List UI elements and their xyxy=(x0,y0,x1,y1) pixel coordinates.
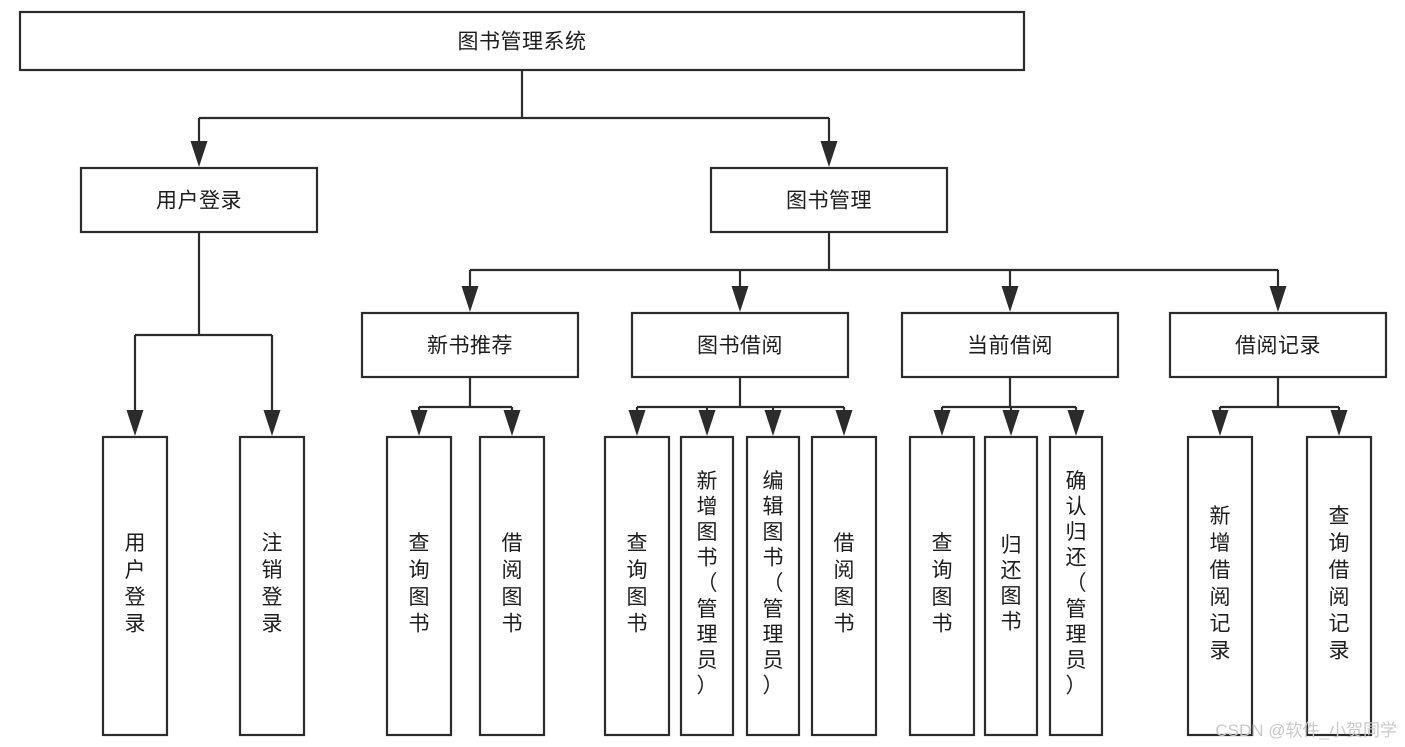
node-leaf_return_book[interactable]: 归还图书 xyxy=(983,435,1039,737)
node-label-leaf_return_book: 归还图书 xyxy=(1001,534,1022,634)
node-leaf_add_book[interactable]: 新增图书（管理员） xyxy=(679,435,735,737)
node-leaf_confirm_return[interactable]: 确认归还（管理员） xyxy=(1048,435,1104,737)
node-box-leaf_return_book[interactable] xyxy=(983,435,1039,737)
node-box-leaf_edit_book[interactable] xyxy=(745,435,801,737)
edge-group-book_manage xyxy=(461,232,1287,312)
node-label-new_book_rec: 新书推荐 xyxy=(427,335,513,358)
arrow-head-icon xyxy=(820,141,838,167)
node-new_book_rec[interactable]: 新书推荐 xyxy=(360,311,580,379)
node-label-leaf_logout: 注销登录 xyxy=(262,532,283,636)
node-label-leaf_query_book_2: 查询图书 xyxy=(627,532,648,636)
edge-group-current_borrow xyxy=(933,377,1085,436)
node-leaf_add_record[interactable]: 新增借阅记录 xyxy=(1186,435,1254,737)
connector-layer xyxy=(126,70,1348,436)
node-label-user_login: 用户登录 xyxy=(156,190,242,213)
node-label-leaf_query_book_1: 查询图书 xyxy=(409,532,430,636)
arrow-head-icon xyxy=(1269,286,1287,312)
arrow-head-icon xyxy=(933,410,951,436)
node-current_borrow[interactable]: 当前借阅 xyxy=(900,311,1120,379)
arrow-head-icon xyxy=(503,410,521,436)
node-box-book_manage[interactable] xyxy=(709,166,949,234)
node-leaf_borrow_book_2[interactable]: 借阅图书 xyxy=(810,435,878,737)
node-label-leaf_confirm_return: 确认归还（管理员） xyxy=(1066,470,1087,698)
arrow-head-icon xyxy=(1002,410,1020,436)
arrow-head-icon xyxy=(731,286,749,312)
node-leaf_edit_book[interactable]: 编辑图书（管理员） xyxy=(745,435,801,737)
arrow-head-icon xyxy=(461,286,479,312)
node-label-root: 图书管理系统 xyxy=(458,31,587,54)
node-leaf_query_book_1[interactable]: 查询图书 xyxy=(385,435,453,737)
arrow-head-icon xyxy=(835,410,853,436)
node-label-book_manage: 图书管理 xyxy=(786,190,872,213)
node-leaf_user_login[interactable]: 用户登录 xyxy=(101,435,169,737)
arrow-head-icon xyxy=(1330,410,1348,436)
arrow-head-icon xyxy=(1001,286,1019,312)
node-leaf_query_book_3[interactable]: 查询图书 xyxy=(908,435,976,737)
node-box-user_login[interactable] xyxy=(79,166,319,234)
node-box-book_borrow[interactable] xyxy=(630,311,850,379)
node-book_manage[interactable]: 图书管理 xyxy=(709,166,949,234)
node-box-leaf_user_login[interactable] xyxy=(101,435,169,737)
node-box-leaf_add_record[interactable] xyxy=(1186,435,1254,737)
node-label-leaf_add_record: 新增借阅记录 xyxy=(1210,505,1231,662)
node-leaf_borrow_book_1[interactable]: 借阅图书 xyxy=(478,435,546,737)
node-box-leaf_borrow_book_2[interactable] xyxy=(810,435,878,737)
node-leaf_query_book_2[interactable]: 查询图书 xyxy=(603,435,671,737)
edge-group-root xyxy=(190,70,838,167)
node-borrow_record[interactable]: 借阅记录 xyxy=(1168,311,1388,379)
node-box-leaf_query_record[interactable] xyxy=(1305,435,1373,737)
node-box-leaf_logout[interactable] xyxy=(238,435,306,737)
node-box-leaf_query_book_1[interactable] xyxy=(385,435,453,737)
arrow-head-icon xyxy=(1067,410,1085,436)
node-label-leaf_borrow_book_1: 借阅图书 xyxy=(502,532,523,636)
node-box-leaf_confirm_return[interactable] xyxy=(1048,435,1104,737)
node-box-leaf_add_book[interactable] xyxy=(679,435,735,737)
node-book_borrow[interactable]: 图书借阅 xyxy=(630,311,850,379)
edge-group-user_login xyxy=(126,232,281,436)
node-root[interactable]: 图书管理系统 xyxy=(18,10,1026,72)
node-leaf_logout[interactable]: 注销登录 xyxy=(238,435,306,737)
edge-group-new_book_rec xyxy=(410,377,521,436)
node-label-leaf_edit_book: 编辑图书（管理员） xyxy=(763,470,784,698)
node-label-leaf_query_record: 查询借阅记录 xyxy=(1329,505,1350,662)
arrow-head-icon xyxy=(764,410,782,436)
edge-group-borrow_record xyxy=(1211,377,1348,436)
node-label-current_borrow: 当前借阅 xyxy=(967,335,1053,358)
node-box-new_book_rec[interactable] xyxy=(360,311,580,379)
arrow-head-icon xyxy=(126,410,144,436)
node-box-current_borrow[interactable] xyxy=(900,311,1120,379)
node-label-leaf_user_login: 用户登录 xyxy=(125,532,146,636)
node-box-leaf_borrow_book_1[interactable] xyxy=(478,435,546,737)
arrow-head-icon xyxy=(628,410,646,436)
node-layer: 图书管理系统用户登录图书管理新书推荐图书借阅当前借阅借阅记录用户登录注销登录查询… xyxy=(18,10,1388,737)
node-label-leaf_add_book: 新增图书（管理员） xyxy=(697,470,718,698)
node-box-borrow_record[interactable] xyxy=(1168,311,1388,379)
node-label-borrow_record: 借阅记录 xyxy=(1235,335,1321,358)
node-label-book_borrow: 图书借阅 xyxy=(697,335,783,358)
arrow-head-icon xyxy=(190,141,208,167)
node-box-leaf_query_book_2[interactable] xyxy=(603,435,671,737)
node-box-leaf_query_book_3[interactable] xyxy=(908,435,976,737)
node-leaf_query_record[interactable]: 查询借阅记录 xyxy=(1305,435,1373,737)
arrow-head-icon xyxy=(698,410,716,436)
node-label-leaf_borrow_book_2: 借阅图书 xyxy=(834,532,855,636)
arrow-head-icon xyxy=(263,410,281,436)
arrow-head-icon xyxy=(410,410,428,436)
node-box-root[interactable] xyxy=(18,10,1026,72)
edge-group-book_borrow xyxy=(628,377,853,436)
arrow-head-icon xyxy=(1211,410,1229,436)
node-user_login[interactable]: 用户登录 xyxy=(79,166,319,234)
node-label-leaf_query_book_3: 查询图书 xyxy=(932,532,953,636)
